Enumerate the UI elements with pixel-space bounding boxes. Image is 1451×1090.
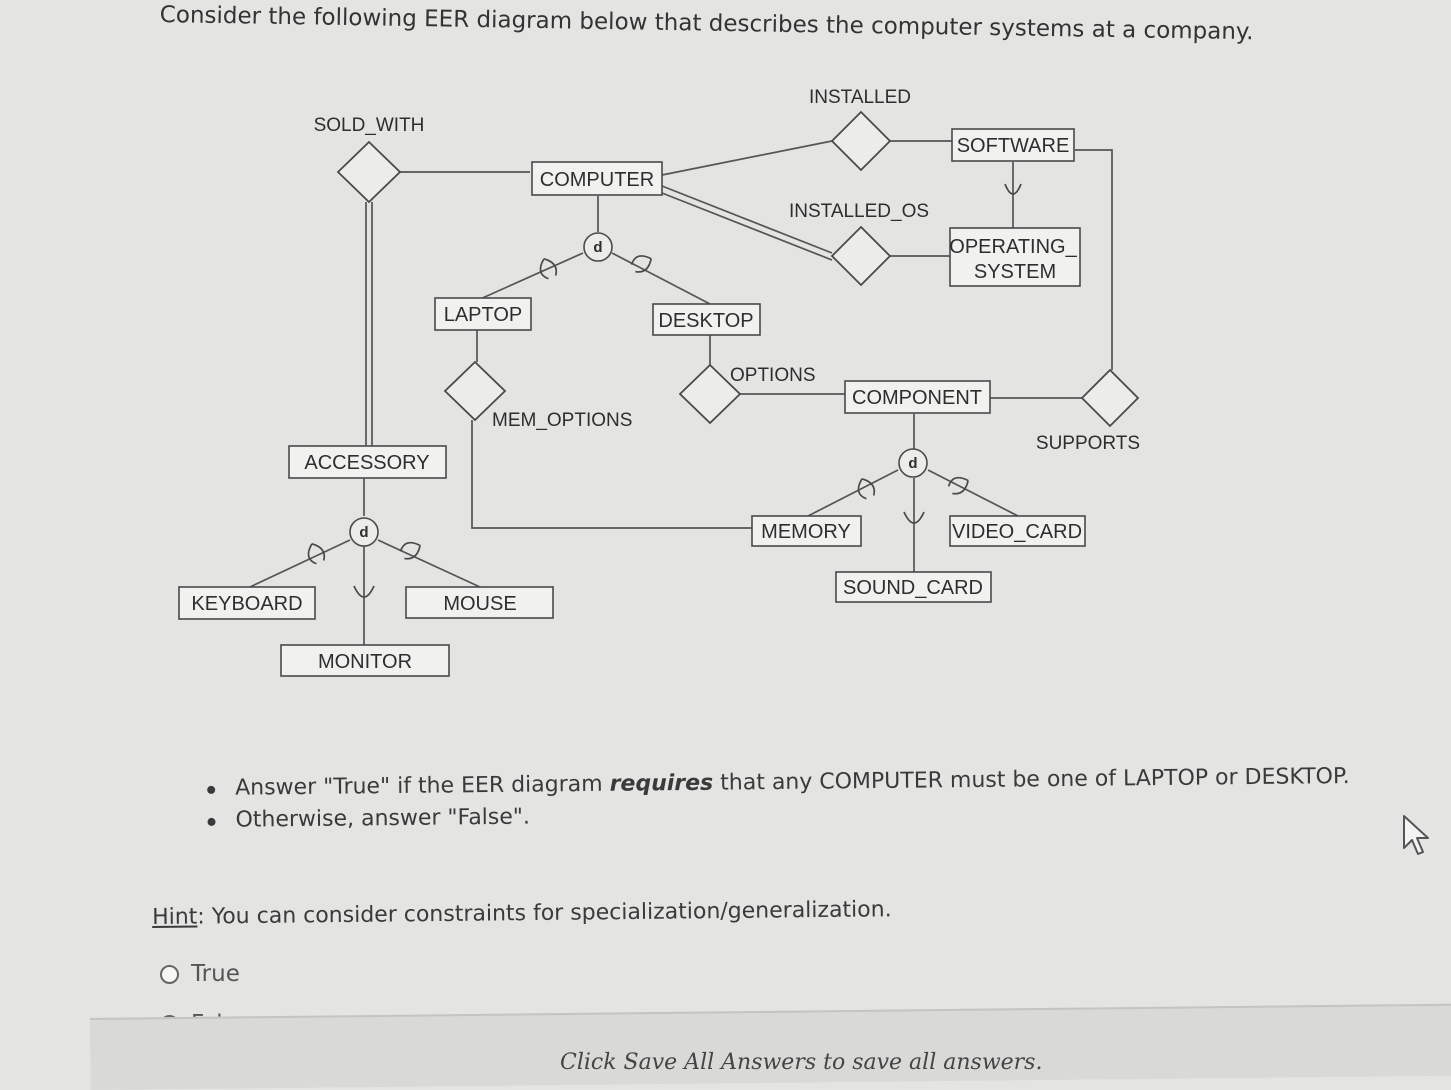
svg-text:MONITOR: MONITOR [318, 651, 412, 673]
radio-true[interactable] [160, 964, 179, 984]
svg-text:LAPTOP: LAPTOP [444, 304, 523, 326]
subset-arcs [307, 183, 1022, 598]
relationship-options: OPTIONS [678, 363, 816, 425]
entity-memory: MEMORY [751, 515, 862, 547]
entity-accessory: ACCESSORY [288, 445, 447, 479]
diagram-lines [249, 140, 1113, 645]
svg-text:SOLD_WITH: SOLD_WITH [314, 115, 425, 136]
svg-text:d: d [908, 455, 917, 472]
relationship-sold-with: SOLD_WITH [314, 115, 425, 204]
entity-laptop: LAPTOP [434, 297, 532, 331]
entity-keyboard: KEYBOARD [178, 586, 316, 620]
disjoint-circle-accessory: d [349, 517, 379, 547]
answer-rules: Answer "True" if the EER diagram require… [205, 761, 1350, 837]
disjoint-circle-component: d [898, 448, 928, 478]
disjoint-circle-computer: d [583, 232, 613, 262]
svg-text:MOUSE: MOUSE [443, 593, 516, 615]
footer-bar [90, 1003, 1451, 1090]
entity-desktop: DESKTOP [652, 303, 761, 336]
svg-text:OPERATING_: OPERATING_ [949, 236, 1077, 258]
svg-text:d: d [359, 524, 368, 541]
relationship-installed-os: INSTALLED_OS [789, 201, 929, 287]
hint-text: : You can consider constraints for speci… [197, 897, 892, 930]
svg-text:MEM_OPTIONS: MEM_OPTIONS [492, 410, 632, 431]
svg-text:OPTIONS: OPTIONS [730, 365, 816, 386]
entity-operating-system: OPERATING_ SYSTEM [949, 227, 1081, 287]
svg-text:SOFTWARE: SOFTWARE [957, 135, 1070, 157]
relationship-mem-options: MEM_OPTIONS [443, 360, 632, 431]
svg-text:MEMORY: MEMORY [761, 521, 851, 543]
relationship-installed: INSTALLED [809, 87, 911, 172]
entity-sound-card: SOUND_CARD [835, 571, 992, 603]
entity-computer: COMPUTER [531, 161, 663, 196]
svg-text:SOUND_CARD: SOUND_CARD [843, 577, 983, 599]
svg-text:COMPONENT: COMPONENT [852, 387, 982, 409]
entity-mouse: MOUSE [405, 586, 554, 619]
svg-text:COMPUTER: COMPUTER [540, 169, 654, 191]
rule-emphasis: requires [609, 770, 714, 797]
svg-text:d: d [593, 239, 602, 256]
svg-text:KEYBOARD: KEYBOARD [191, 593, 302, 615]
svg-text:INSTALLED: INSTALLED [809, 87, 911, 108]
svg-text:DESKTOP: DESKTOP [658, 310, 753, 332]
entity-video-card: VIDEO_CARD [949, 515, 1086, 547]
svg-text:SUPPORTS: SUPPORTS [1036, 433, 1140, 454]
hint: Hint: You can consider constraints for s… [152, 897, 892, 930]
svg-text:SYSTEM: SYSTEM [974, 261, 1056, 283]
hint-label: Hint [152, 904, 198, 930]
entity-monitor: MONITOR [280, 644, 450, 677]
entity-software: SOFTWARE [951, 128, 1075, 162]
option-true-label: True [191, 961, 240, 987]
eer-diagram: d d d INSTALLED INSTALLED_OS SOLD_WITH O… [178, 87, 1140, 677]
save-hint-text: Click Save All Answers to save all answe… [560, 1050, 1043, 1075]
mouse-cursor-icon [1403, 815, 1429, 855]
svg-text:VIDEO_CARD: VIDEO_CARD [952, 521, 1082, 543]
relationship-supports: SUPPORTS [1036, 368, 1140, 454]
option-true[interactable]: True [160, 961, 240, 987]
svg-text:INSTALLED_OS: INSTALLED_OS [789, 201, 929, 222]
entity-component: COMPONENT [844, 380, 991, 414]
svg-text:ACCESSORY: ACCESSORY [304, 452, 429, 474]
